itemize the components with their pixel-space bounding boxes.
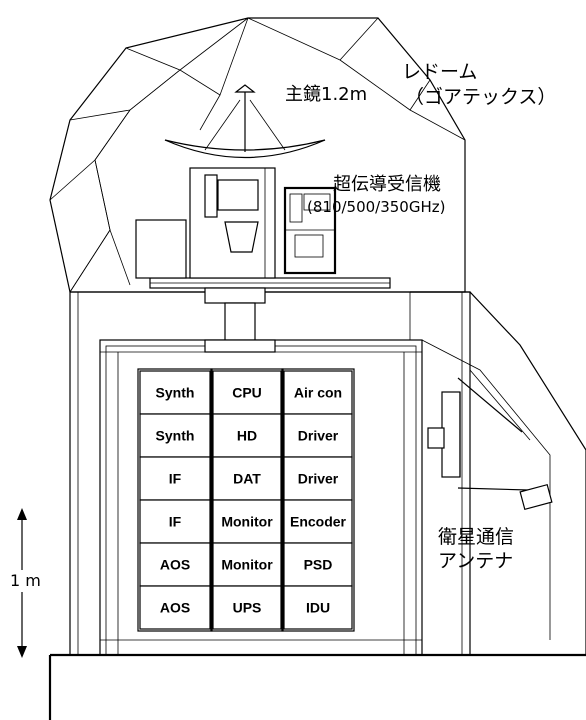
rack-label: Synth bbox=[156, 385, 195, 401]
rack-label: IF bbox=[169, 471, 182, 487]
rack-cell bbox=[212, 585, 282, 630]
rack-cell bbox=[212, 542, 282, 587]
rack-frame bbox=[281, 368, 355, 632]
rack-label: IF bbox=[169, 514, 182, 530]
upper-platform bbox=[149, 277, 391, 289]
rack-label: DAT bbox=[233, 471, 261, 487]
scale-label: 1 m bbox=[10, 571, 41, 590]
satellite-antenna-label: アンテナ bbox=[438, 550, 513, 572]
satellite-label: 衛星通信 bbox=[438, 526, 514, 548]
rack-label: PSD bbox=[304, 557, 333, 573]
radome-label: レドーム bbox=[402, 61, 477, 83]
rack-cell bbox=[283, 456, 353, 501]
scale-arrow-up bbox=[17, 508, 27, 520]
satellite-dish bbox=[427, 369, 553, 511]
ground-base bbox=[48, 653, 586, 720]
receiver-box bbox=[283, 186, 337, 275]
rack-label: Driver bbox=[298, 471, 339, 487]
rack-cell bbox=[212, 413, 282, 458]
rack-label: UPS bbox=[233, 600, 262, 616]
rack-cell bbox=[139, 413, 211, 458]
pillar bbox=[204, 287, 276, 353]
main-mirror bbox=[164, 84, 326, 159]
rack-label: Air con bbox=[294, 385, 342, 401]
scale-arrow-down bbox=[17, 646, 27, 658]
rack-label: HD bbox=[237, 428, 257, 444]
rack-label: IDU bbox=[306, 600, 330, 616]
rack-cell bbox=[139, 370, 211, 415]
receiver-frequency-label: (810/500/350GHz) bbox=[307, 198, 445, 216]
rack-label: Monitor bbox=[221, 557, 273, 573]
rack-label: Synth bbox=[156, 428, 195, 444]
mirror-label: 主鏡1.2m bbox=[285, 84, 367, 105]
rack-label: AOS bbox=[160, 557, 190, 573]
satellite-annex bbox=[409, 291, 586, 655]
rack-cell bbox=[139, 542, 211, 587]
rack-cell bbox=[283, 585, 353, 630]
telescope-mount bbox=[135, 167, 276, 279]
rack-frame bbox=[137, 368, 213, 632]
rack-label: Encoder bbox=[290, 514, 347, 530]
rack-label: Driver bbox=[298, 428, 339, 444]
rack-cell bbox=[283, 413, 353, 458]
scale-bar: 1 m bbox=[8, 508, 42, 658]
rack-cell bbox=[139, 585, 211, 630]
rack-cell bbox=[212, 370, 282, 415]
rack-cell bbox=[283, 370, 353, 415]
radome bbox=[49, 17, 466, 293]
rack-cell bbox=[139, 499, 211, 544]
rack-label: CPU bbox=[232, 385, 262, 401]
rack-frame bbox=[210, 368, 284, 632]
receiver-label: 超伝導受信機 bbox=[333, 174, 441, 195]
rack-label: AOS bbox=[160, 600, 190, 616]
radome-material-label: （ゴアテックス） bbox=[405, 86, 556, 108]
rack-label: Monitor bbox=[221, 514, 273, 530]
